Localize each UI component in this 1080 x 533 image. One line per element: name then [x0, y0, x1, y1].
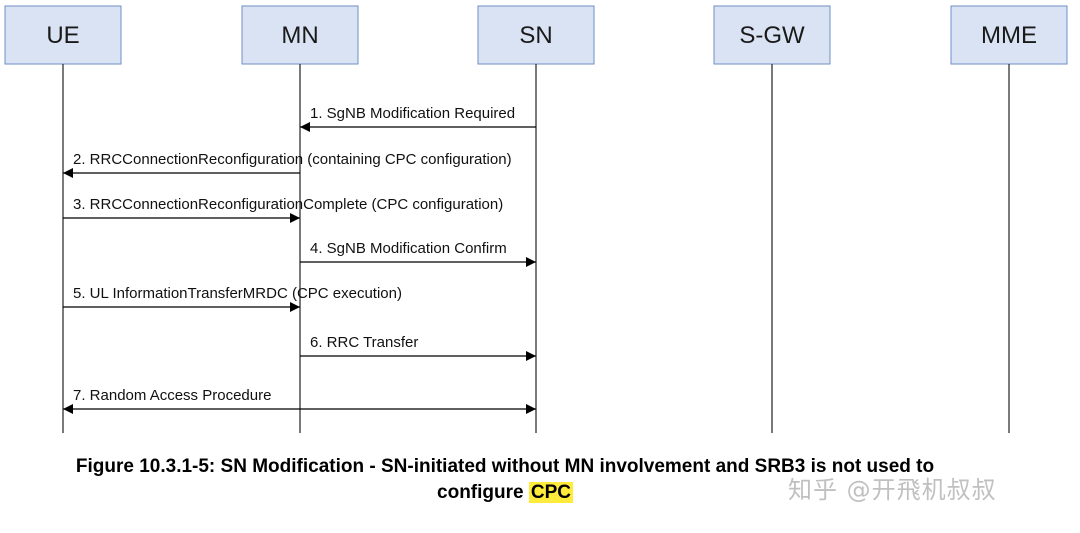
entity-label-mme: MME	[981, 22, 1037, 49]
watermark: 知乎 @开飛机叔叔	[788, 476, 997, 504]
entity-box-mme	[950, 5, 1068, 65]
entity-label-ue: UE	[46, 22, 79, 49]
sequence-diagram: UE MN SN S-GW MME 1. SgNB Modification Requi…	[4, 5, 1068, 433]
figure-caption-line1: Figure 10.3.1-5: SN Modification - SN-in…	[75, 456, 935, 477]
entity-box-ue	[4, 5, 122, 65]
message-label-1: 1. SgNB Modification Required	[310, 105, 515, 122]
message-label-7: 7. Random Access Procedure	[73, 387, 271, 404]
message-label-4: 4. SgNB Modification Confirm	[310, 240, 507, 257]
entity-label-sgw: S-GW	[739, 22, 805, 49]
entity-label-sn: SN	[519, 22, 552, 49]
caption-highlight: CPC	[528, 482, 573, 503]
entity-box-mn	[241, 5, 359, 65]
message-label-3: 3. RRCConnectionReconfigurationComplete …	[73, 196, 503, 213]
message-label-6: 6. RRC Transfer	[310, 334, 418, 351]
caption-prefix: configure	[437, 482, 529, 503]
entity-label-mn: MN	[281, 22, 318, 49]
entity-box-sn	[477, 5, 595, 65]
message-label-2: 2. RRCConnectionReconfiguration (contain…	[73, 151, 512, 168]
message-label-5: 5. UL InformationTransferMRDC (CPC execu…	[73, 285, 402, 302]
figure-caption-line2: configure CPC	[0, 482, 1010, 504]
